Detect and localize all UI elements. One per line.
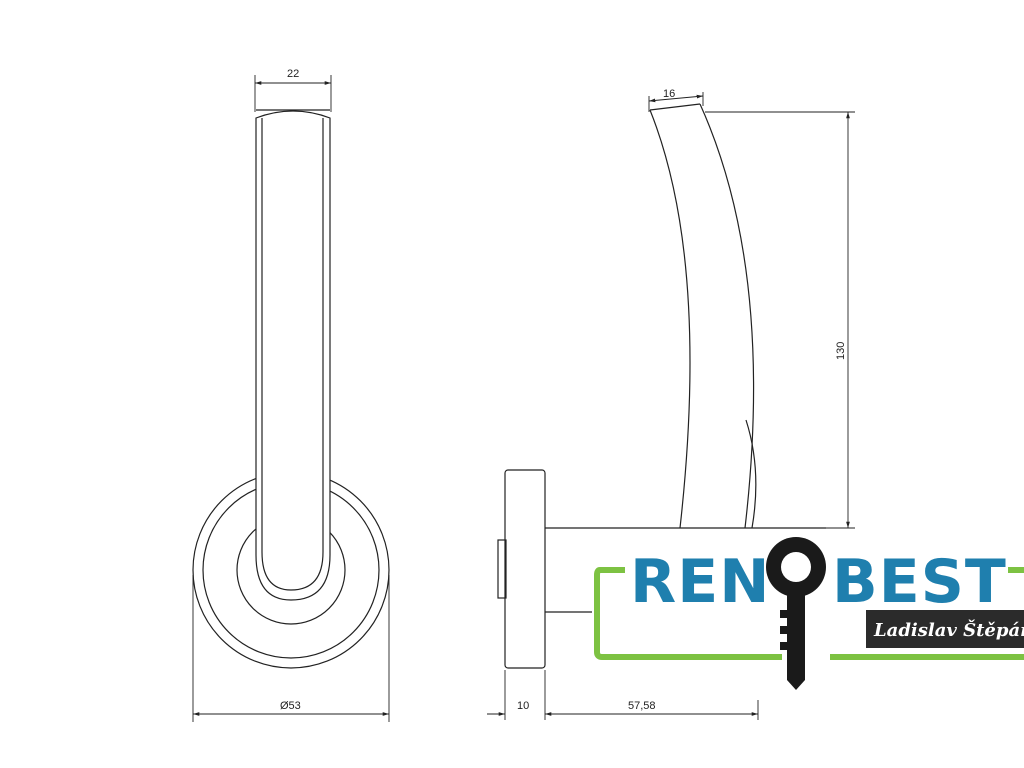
- signature-text: Ladislav Štěpán: [873, 618, 1024, 641]
- handle-side-inner-line: [745, 419, 757, 529]
- dimension-height: 130: [835, 342, 847, 360]
- dimension-front-width: 22: [287, 68, 299, 80]
- dimension-rosette-thickness: 10: [517, 700, 529, 712]
- handle-front-inner-edge: [261, 118, 324, 591]
- front-dimensions: [192, 75, 390, 722]
- rosette-side: [504, 469, 546, 669]
- logo-green-frame: [594, 567, 1024, 660]
- rosette-side-notch: [497, 539, 507, 599]
- dimension-side-thickness: 16: [663, 88, 675, 100]
- handle-side-outline: [649, 103, 755, 529]
- dimension-projection: 57,58: [628, 700, 656, 712]
- dimension-rosette-diameter: Ø53: [280, 700, 301, 712]
- signature-bar: [866, 610, 1024, 648]
- logo-text-best: BEST: [832, 547, 1007, 617]
- key-icon: [766, 537, 826, 690]
- handle-front-outline: [255, 110, 331, 601]
- front-view: [192, 109, 390, 669]
- side-view: [497, 103, 826, 669]
- renobest-logo: REN BEST Ladislav Štěpán: [592, 530, 1024, 700]
- logo-text-ren: REN: [630, 547, 770, 617]
